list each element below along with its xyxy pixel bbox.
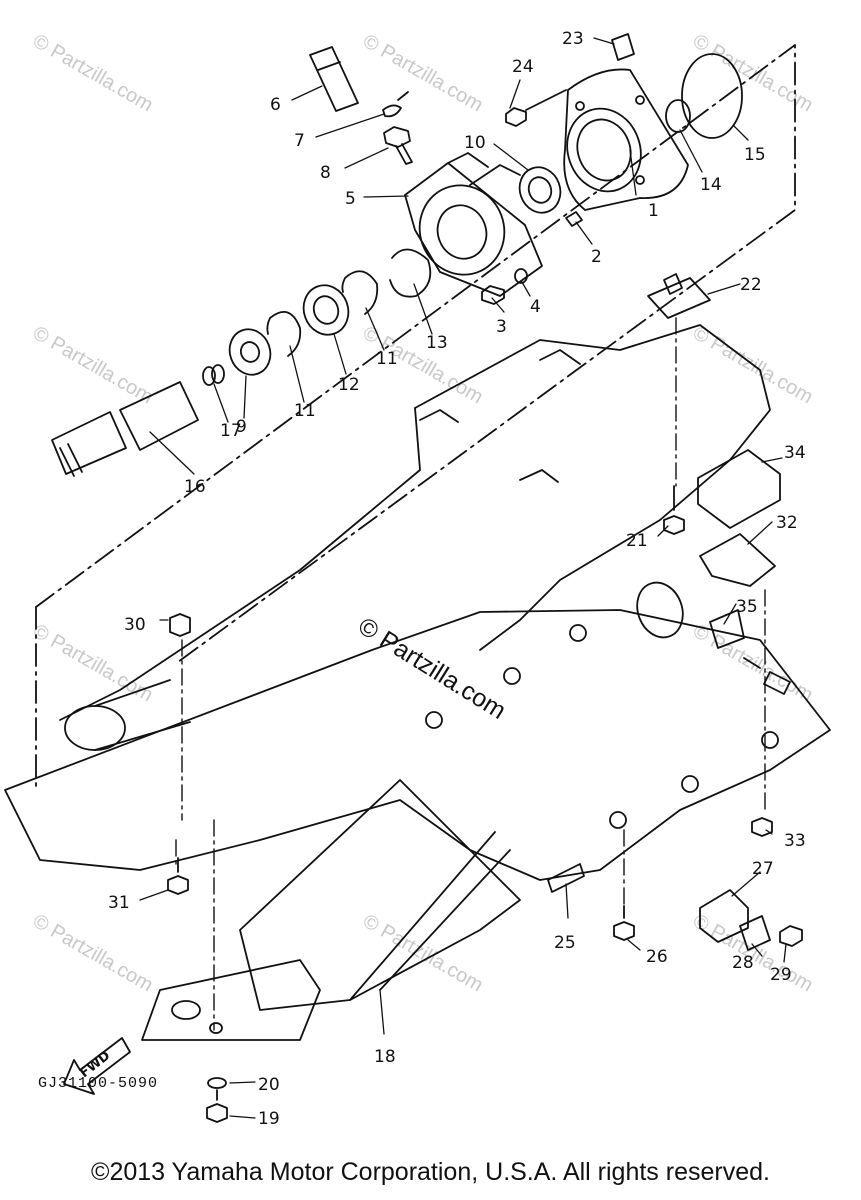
leader-lines (139, 37, 787, 1119)
callout-33: 33 (784, 831, 806, 851)
part-26-bolt (613, 905, 635, 941)
hull-lower-frame (4, 609, 831, 881)
callout-3: 3 (496, 317, 507, 337)
part-8-bolt (383, 126, 413, 165)
callout-14: 14 (700, 175, 722, 195)
callout-20: 20 (258, 1075, 280, 1095)
copyright-notice: ©2013 Yamaha Motor Corporation, U.S.A. A… (91, 1158, 770, 1186)
callout-31: 31 (108, 893, 130, 913)
callout-16: 16 (184, 477, 206, 497)
part-12-bearing (302, 284, 350, 336)
callout-1: 1 (648, 201, 659, 221)
frame-outline-upper (35, 44, 796, 663)
part-25-clip (547, 863, 585, 893)
part-14-o-ring (665, 99, 691, 133)
callout-19: 19 (258, 1109, 280, 1129)
part-18-plate (239, 779, 521, 1011)
part-9-seal (228, 328, 272, 376)
part-7-clip (382, 91, 409, 118)
callout-22: 22 (740, 275, 762, 295)
callout-30: 30 (124, 615, 146, 635)
callout-29: 29 (770, 965, 792, 985)
part-19-mount-block (141, 959, 321, 1041)
part-17-o-ring (202, 366, 216, 386)
part-17-o-ring-b (211, 364, 225, 384)
part-6-pin (309, 46, 359, 112)
callout-numbers: 1 2 3 4 5 6 7 8 9 10 11 11 12 13 14 15 1… (108, 29, 806, 1129)
callout-21: 21 (626, 531, 648, 551)
callout-23: 23 (562, 29, 584, 49)
part-30-bolt (169, 613, 191, 637)
callout-9: 9 (236, 417, 247, 437)
callout-15: 15 (744, 145, 766, 165)
part-19-bolt (206, 1089, 228, 1123)
part-4-washer (514, 268, 528, 284)
part-22-grommet (647, 273, 711, 319)
diagram-code: GJ31100-5090 (38, 1075, 159, 1092)
callout-11a: 11 (294, 401, 316, 421)
callout-34: 34 (784, 443, 806, 463)
callout-10: 10 (464, 133, 486, 153)
part-23-clip (611, 33, 635, 61)
part-11-circlip (341, 270, 379, 315)
part-34-cover (697, 449, 781, 529)
callout-6: 6 (270, 95, 281, 115)
callout-17: 17 (220, 421, 242, 441)
part-28-plate (739, 915, 771, 951)
part-11-circlip-b (266, 311, 302, 357)
part-3-bolt (481, 285, 505, 305)
callout-25: 25 (554, 933, 576, 953)
callout-24: 24 (512, 57, 534, 77)
callout-4: 4 (530, 297, 541, 317)
part-33-bolt (751, 817, 773, 837)
part-24-bolt (505, 89, 567, 127)
part-31-bolt (167, 857, 189, 895)
callout-7: 7 (294, 131, 305, 151)
part-5-bracket (404, 152, 543, 297)
part-10-bearing (518, 166, 562, 214)
hull-upper-body (59, 324, 771, 721)
callout-35: 35 (736, 597, 758, 617)
part-35-sensor (636, 581, 791, 695)
callout-28: 28 (732, 953, 754, 973)
callout-8: 8 (320, 163, 331, 183)
exploded-view-drawing: FWD 1 2 3 4 5 6 7 8 9 10 11 11 12 13 14 … (4, 29, 831, 1129)
callout-11b: 11 (376, 349, 398, 369)
part-1-housing (563, 68, 689, 211)
part-27-block (699, 889, 749, 943)
callout-13: 13 (426, 333, 448, 353)
callout-2: 2 (591, 247, 602, 267)
callout-18: 18 (374, 1047, 396, 1067)
callout-32: 32 (776, 513, 798, 533)
part-2-dowel (565, 211, 583, 227)
part-16-shaft (51, 381, 199, 477)
callout-26: 26 (646, 947, 668, 967)
part-15-o-ring (681, 53, 743, 139)
part-29-screw (779, 925, 803, 947)
part-13-snap-ring (389, 248, 432, 298)
alignment-lines (175, 317, 766, 1031)
part-32-connector (699, 533, 776, 587)
hull-tube (64, 679, 191, 751)
callout-5: 5 (345, 189, 356, 209)
callout-27: 27 (752, 859, 774, 879)
part-20-washer (207, 1077, 227, 1089)
callout-12: 12 (338, 375, 360, 395)
